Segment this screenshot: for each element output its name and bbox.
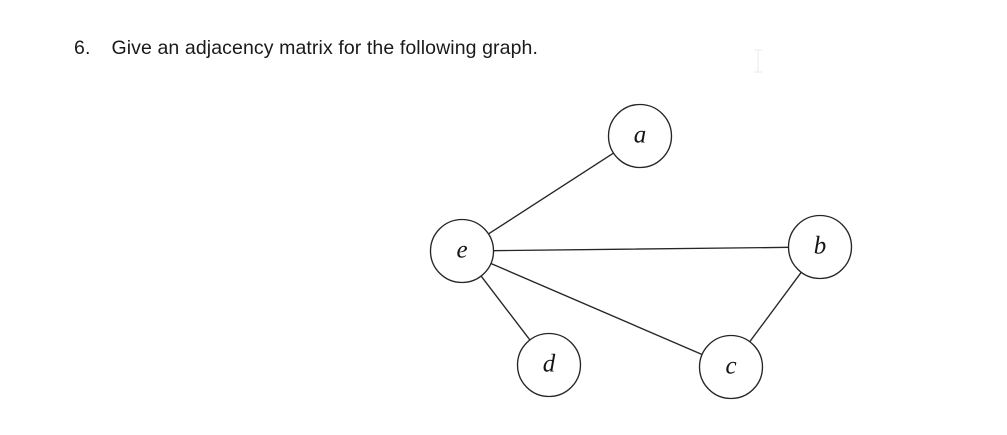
graph-node-circle-a (607, 103, 673, 169)
graph-node-label-d: d (543, 351, 556, 378)
graph-edge-e-c (490, 262, 703, 356)
graph-node-circle-e (429, 218, 495, 284)
question-number: 6. (74, 37, 91, 59)
graph-edge-layer (480, 152, 802, 356)
graph-node-label-e: e (456, 237, 467, 264)
question-text: Give an adjacency matrix for the followi… (111, 37, 538, 59)
graph-node-circle-d (516, 332, 582, 398)
graph-node-a: a (607, 103, 673, 169)
graph-node-circle-c (698, 334, 764, 400)
graph-edge-b-c (749, 271, 802, 343)
graph-node-e: e (429, 218, 495, 284)
graph-node-circle-b (787, 214, 853, 280)
question-prompt: 6. Give an adjacency matrix for the foll… (74, 37, 538, 60)
graph-node-label-a: a (634, 122, 647, 149)
graph-edge-e-b (492, 246, 790, 252)
graph-node-c: c (698, 334, 764, 400)
graph-node-b: b (787, 214, 853, 280)
graph-node-label-b: b (814, 233, 827, 260)
graph-edge-e-d (480, 275, 531, 341)
graph-node-d: d (516, 332, 582, 398)
graph-node-label-c: c (725, 353, 736, 380)
graph-edge-e-a (487, 152, 615, 235)
graph-node-layer: a b c d e (429, 103, 853, 400)
